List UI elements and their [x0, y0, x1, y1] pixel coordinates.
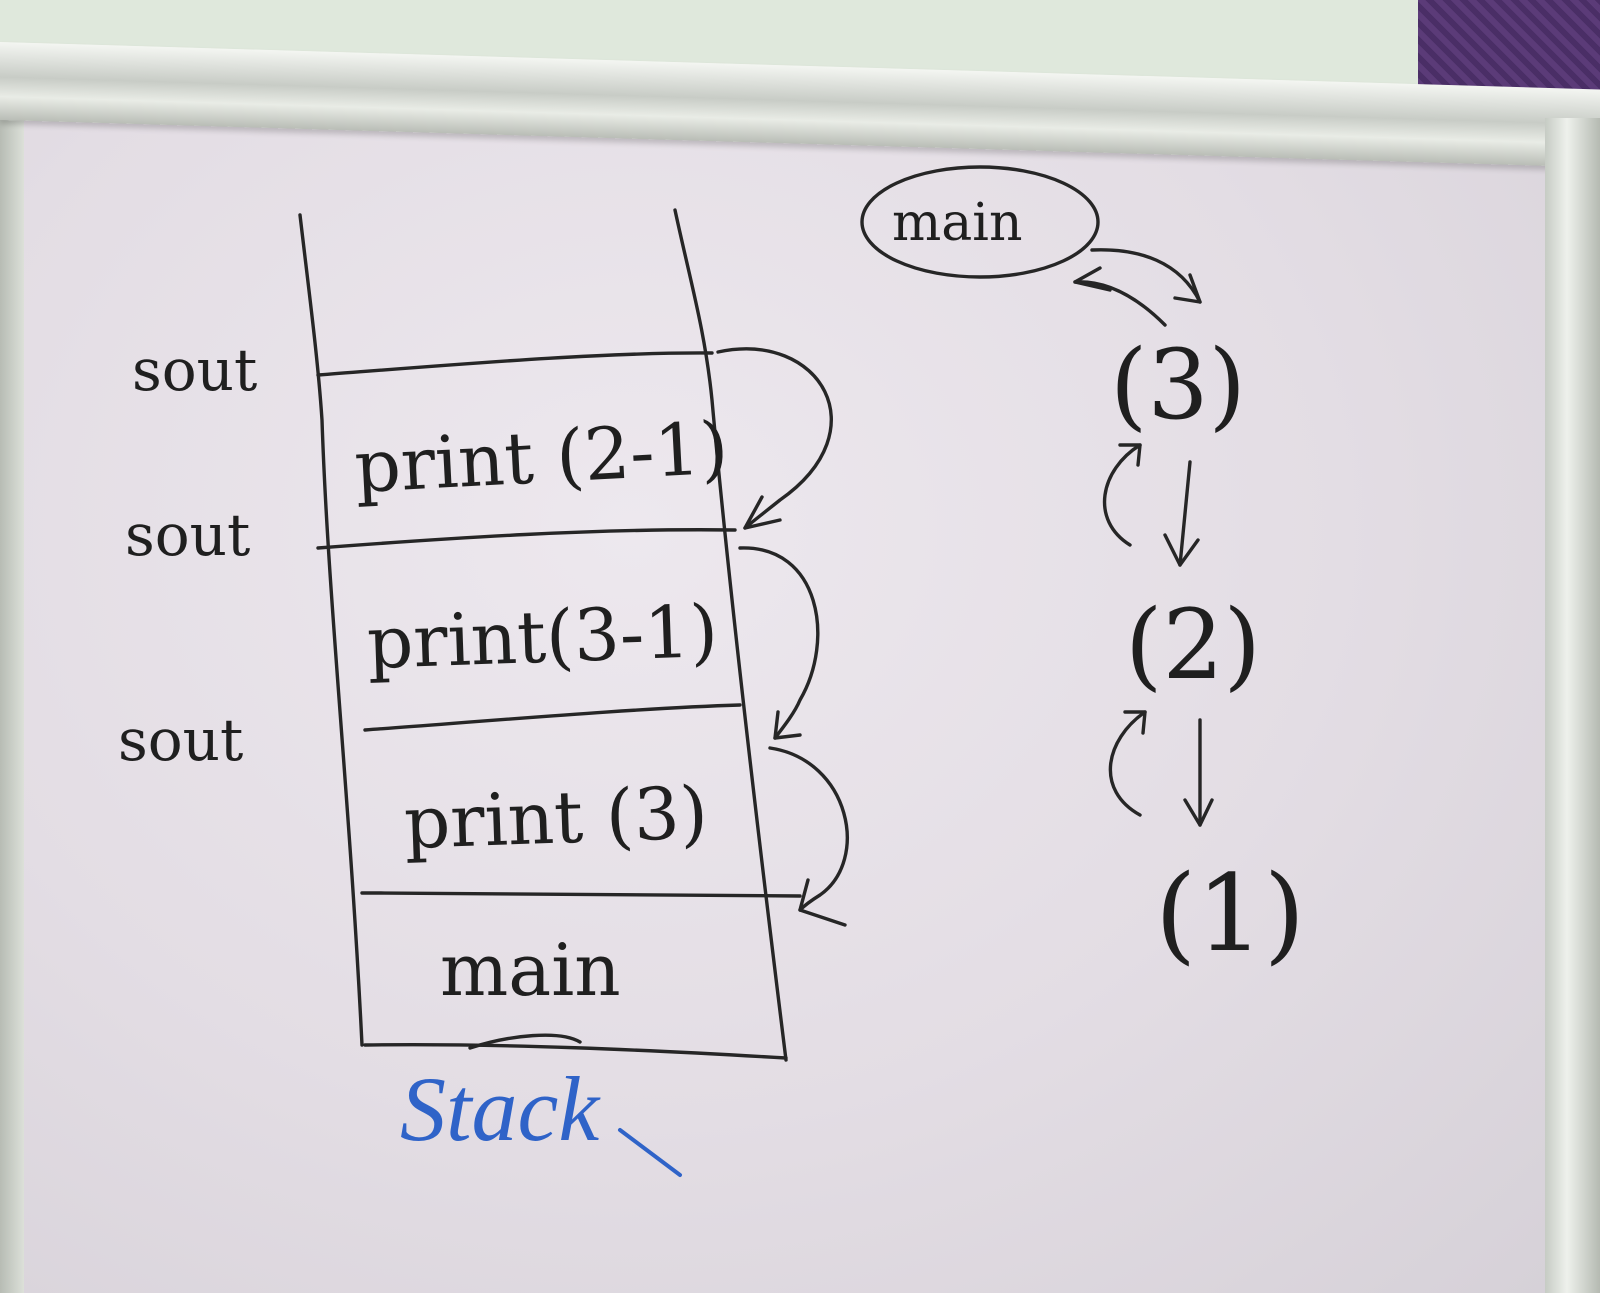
board-frame-left [0, 110, 26, 1293]
chain-arrow-1-to-2-head [1123, 710, 1147, 735]
stack-left-rail [298, 213, 364, 1047]
stack-frame-1-label: print (2-1) [352, 406, 730, 509]
stack-divider-bottom [363, 1042, 788, 1060]
call-chain-node-2: (2) [1125, 589, 1261, 701]
stack-divider-3 [363, 703, 742, 732]
chain-arrow-3-to-2-head [1163, 533, 1200, 567]
chain-arrow-3-to-2 [1178, 460, 1192, 567]
stack-frame-3-label: print (3) [403, 770, 709, 865]
chain-arrow-2-to-1-head [1183, 798, 1214, 827]
stack-divider-4 [360, 891, 802, 898]
return-arrow-3-head [798, 878, 847, 927]
stack-divider-top [316, 351, 714, 377]
side-label-sout-1: sout [132, 336, 257, 404]
call-chain-node-3: (3) [1110, 329, 1246, 441]
chain-arrow-2-to-3 [1102, 443, 1142, 547]
chain-arrow-main-up-head [1073, 266, 1112, 292]
chain-arrow-main-down [1090, 248, 1202, 304]
stack-caption: Stack [400, 1058, 601, 1160]
stack-frame-2-label: print(3-1) [366, 589, 720, 685]
return-arrow-2 [738, 546, 820, 740]
side-label-sout-3: sout [118, 706, 243, 774]
side-label-sout-2: sout [125, 501, 250, 569]
return-arrow-3 [768, 746, 849, 912]
return-arrow-1-head [743, 495, 782, 530]
board-frame-right [1545, 118, 1600, 1293]
stack-divider-2 [316, 528, 737, 550]
chain-arrow-1-to-2 [1108, 710, 1147, 817]
stack-right-rail [673, 208, 788, 1062]
return-arrow-1 [716, 347, 833, 530]
return-arrow-2-head [773, 710, 802, 740]
chain-arrow-main-down-head [1173, 273, 1202, 304]
whiteboard-surface [24, 118, 1546, 1293]
stack-frame-4-label: main [440, 928, 621, 1012]
stack-divider-bottom-extra [468, 1033, 582, 1050]
chain-arrow-main-up [1073, 280, 1167, 327]
chain-arrow-2-to-3-head [1118, 443, 1142, 467]
stack-caption-underline [618, 1128, 682, 1177]
call-chain-root-oval [860, 165, 1100, 279]
call-chain-root-label: main [892, 193, 1022, 253]
call-chain-node-1: (1) [1155, 852, 1305, 975]
